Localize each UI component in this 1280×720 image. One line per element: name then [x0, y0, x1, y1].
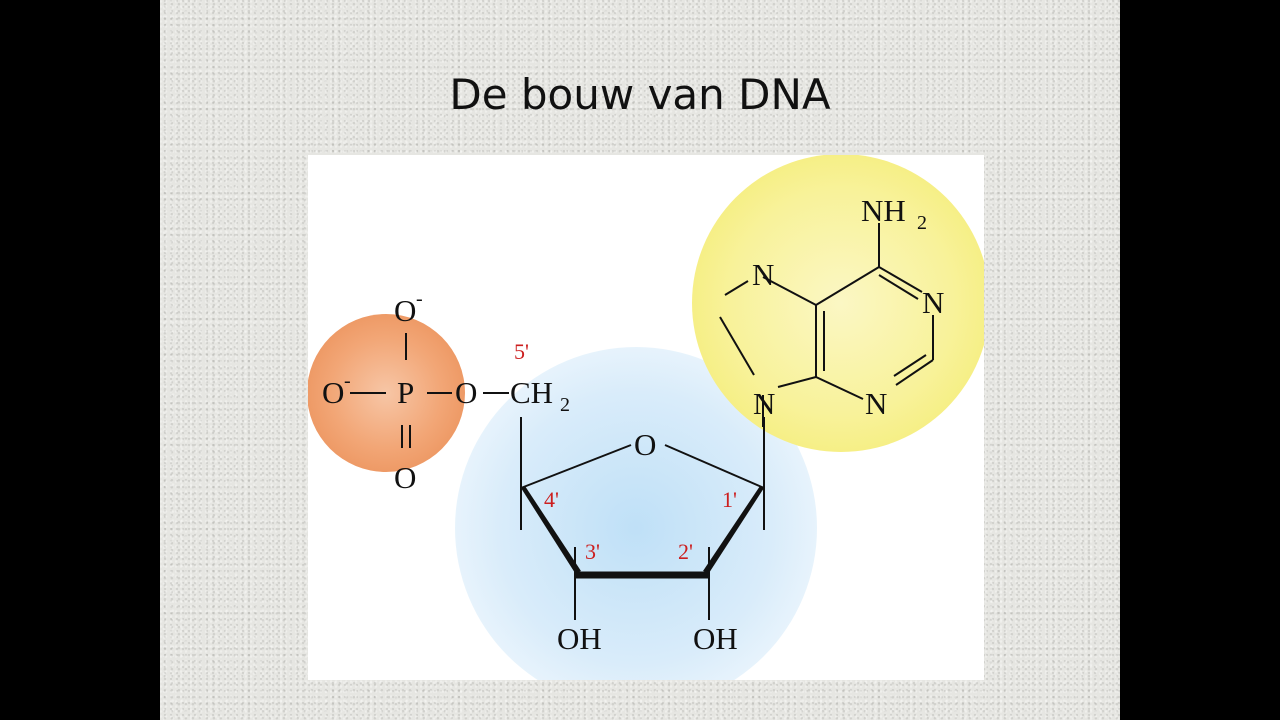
- sugar-highlight: [455, 347, 817, 680]
- phosphate-highlight: [308, 314, 465, 472]
- base-n-glycosidic: N: [753, 386, 775, 421]
- sugar-wedge-left: [521, 486, 581, 573]
- phosphate-o-top-charge: -: [416, 288, 423, 310]
- phosphate-o-right: O: [455, 375, 477, 410]
- phosphate-o-bottom: O: [394, 460, 416, 495]
- phosphate-bonds: [350, 333, 509, 448]
- base-n-top-left: N: [752, 257, 774, 292]
- dna-nucleotide-figure: O - O - P O O CH 2 O OH OH 5' 4' 3' 2': [308, 155, 984, 680]
- sugar-wedge-right: [703, 486, 764, 573]
- carbon-number-4: 4': [544, 487, 559, 512]
- base-bonds: [719, 223, 934, 427]
- phosphate-p: P: [397, 375, 414, 410]
- carbon-number-1: 1': [722, 487, 737, 512]
- carbon-number-2: 2': [678, 539, 693, 564]
- sugar-ch: CH: [510, 375, 553, 410]
- phosphate-o-left: O: [322, 375, 344, 410]
- sugar-ring-o: O: [634, 427, 656, 462]
- base-n-bottom: N: [865, 386, 887, 421]
- sugar-ch-sub: 2: [560, 394, 570, 416]
- slide-title: De bouw van DNA: [449, 70, 831, 119]
- phosphate-o-top: O: [394, 293, 416, 328]
- phosphate-o-left-charge: -: [344, 370, 351, 392]
- carbon-number-3: 3': [585, 539, 600, 564]
- base-nh: NH: [861, 193, 906, 228]
- base-nh-sub: 2: [917, 212, 927, 234]
- base-highlight: [692, 155, 984, 452]
- carbon-number-5: 5': [514, 339, 529, 364]
- sugar-oh-right: OH: [693, 621, 738, 656]
- sugar-oh-left: OH: [557, 621, 602, 656]
- base-n-right: N: [922, 285, 944, 320]
- sugar-bonds: [520, 417, 765, 620]
- nucleotide-diagram: O - O - P O O CH 2 O OH OH 5' 4' 3' 2': [308, 155, 984, 680]
